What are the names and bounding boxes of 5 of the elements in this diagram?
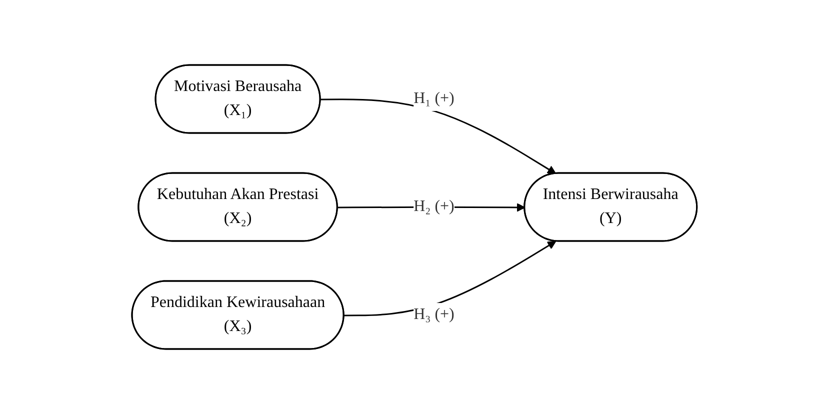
edge-label: H₂ (+) [413, 198, 454, 215]
arrow [320, 98, 556, 174]
arrow [344, 240, 556, 316]
edge-label: H₃ (+) [413, 306, 454, 323]
edge-label: H₁ (+) [413, 90, 454, 107]
